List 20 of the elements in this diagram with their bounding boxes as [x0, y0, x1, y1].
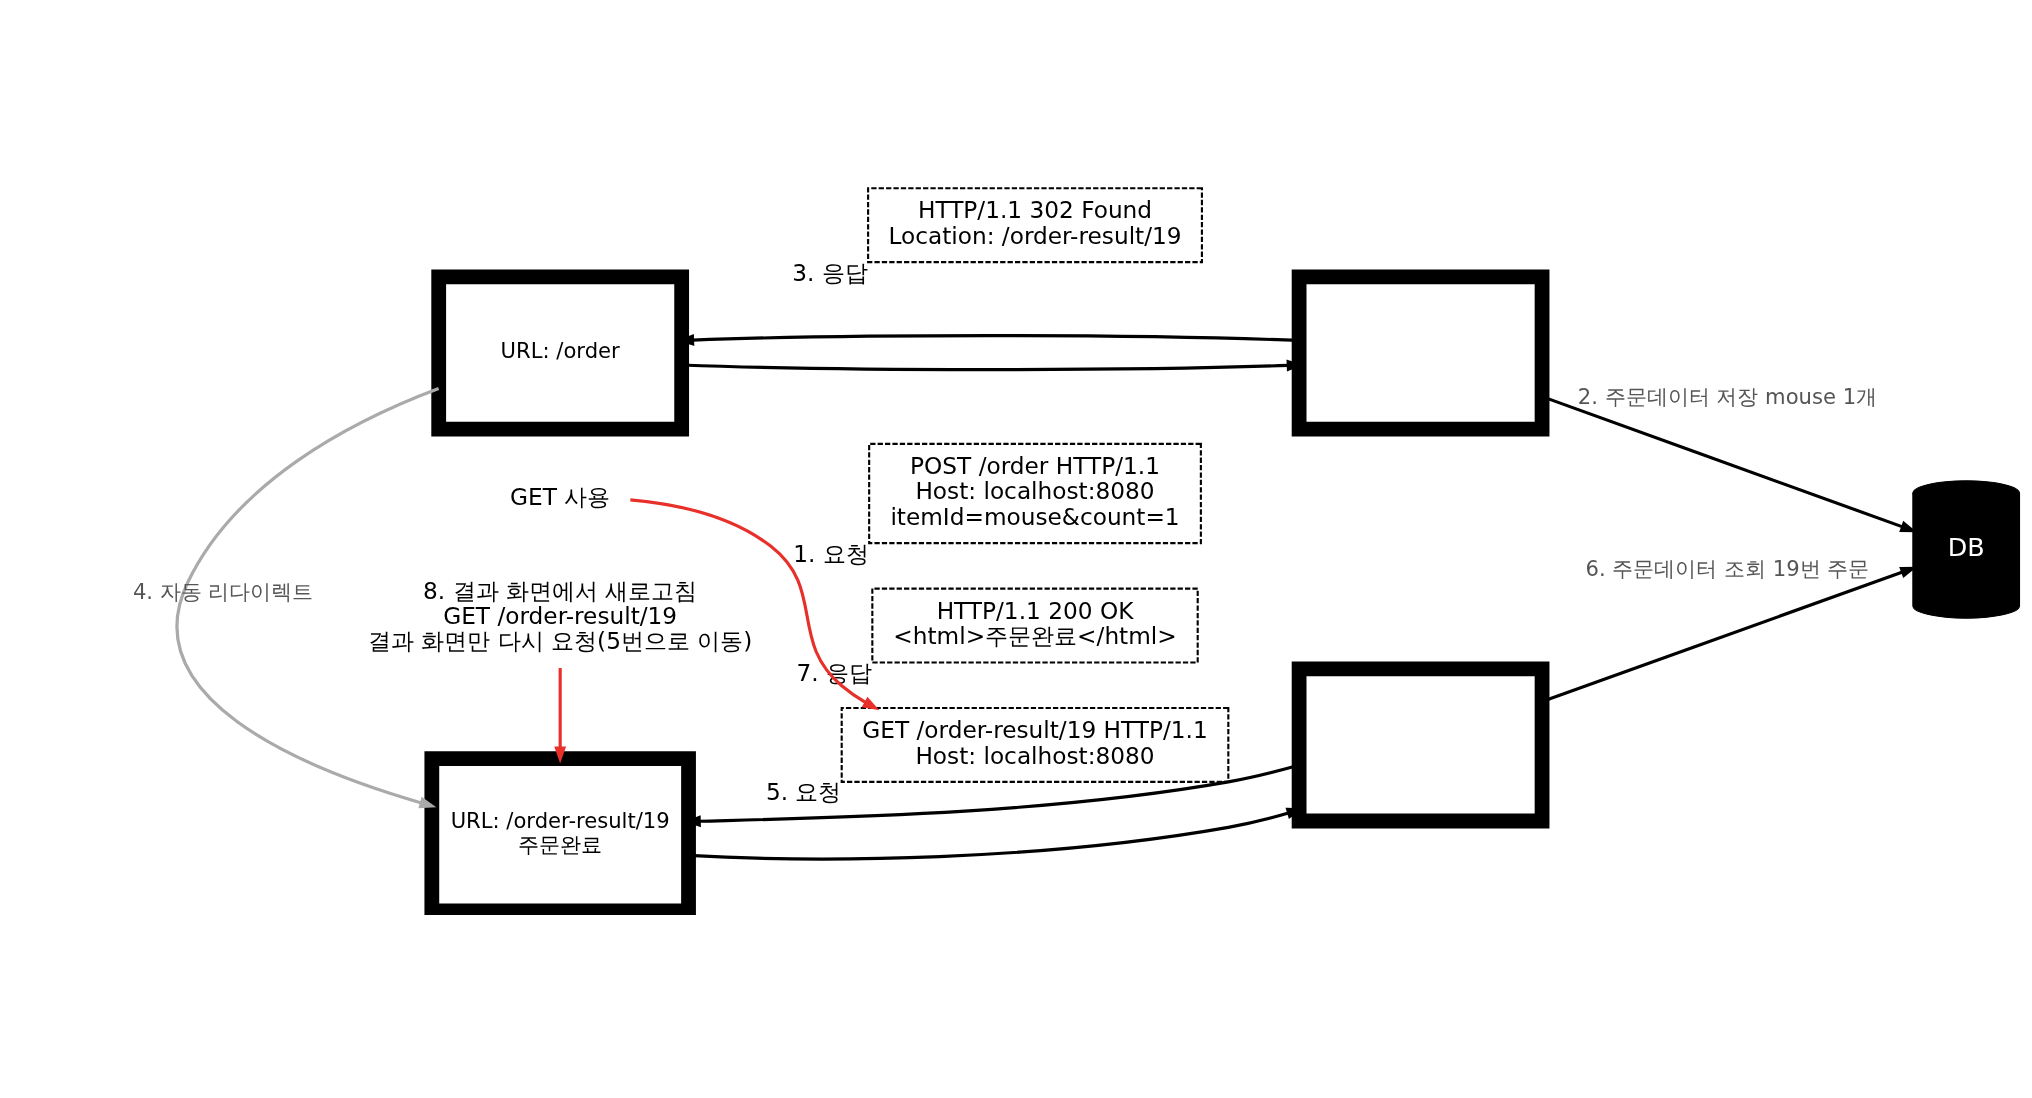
node-box: HTTP/1.1 200 OK <html>주문완료</html> — [871, 587, 1199, 664]
node-label: 3. 응답 — [792, 258, 868, 286]
arrow — [175, 386, 440, 808]
arrow — [630, 497, 880, 710]
node-label: 1. 요청 — [793, 539, 869, 567]
edge-label: 2. 주문데이터 저장 mouse 1개 — [1577, 383, 1878, 409]
edge-label: 6. 주문데이터 조회 19번 주문 — [1585, 555, 1870, 581]
node-label: 5. 요청 — [765, 777, 842, 805]
node-box: HTTP/1.1 302 Found Location: /order-result/19 — [867, 186, 1203, 263]
edge-label: 4. 자동 리다이렉트 — [132, 578, 314, 604]
arrow — [554, 667, 567, 763]
node-text: GET 사용 — [510, 482, 611, 510]
node-box: URL: /order — [431, 269, 690, 436]
node-box: URL: /order-result/19 주문완료 — [424, 750, 696, 915]
node-box — [1291, 660, 1550, 828]
node-label: 7. 응답 — [796, 658, 873, 686]
node-box: POST /order HTTP/1.1 Host: localhost:8080 itemId=mouse&count=1 — [868, 442, 1202, 544]
node-box: GET /order-result/19 HTTP/1.1 Host: localhost:8080 — [840, 706, 1230, 783]
node-text: 8. 결과 화면에서 새로고침 GET /order-result/19 결과 화면만 다시 요청(5번으로 이동) — [367, 576, 753, 654]
node-box — [1291, 269, 1550, 436]
